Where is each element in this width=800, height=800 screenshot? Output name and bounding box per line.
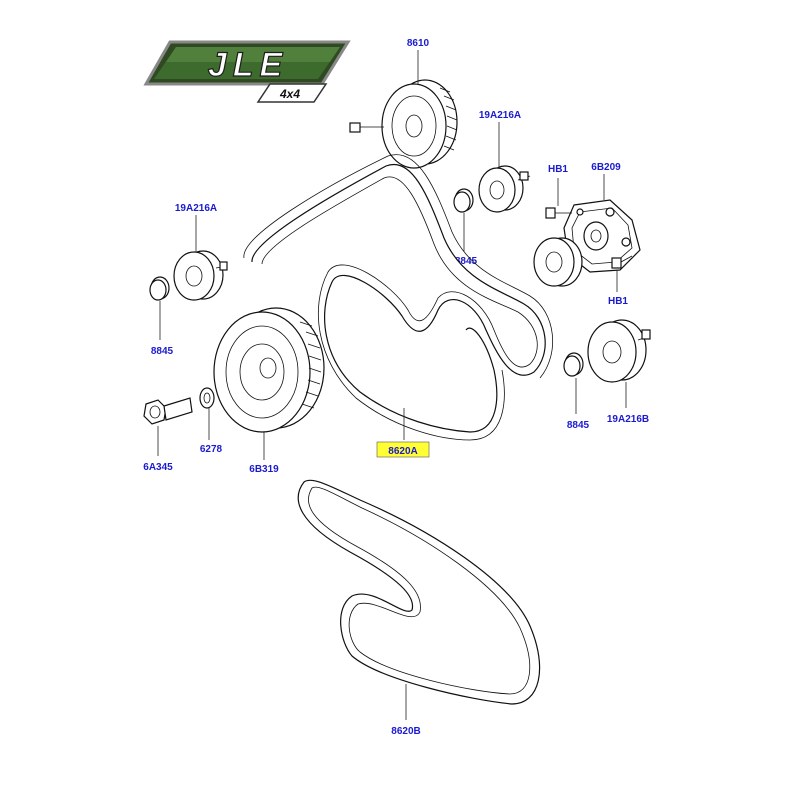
idler-pulley-19a216b <box>587 319 651 408</box>
tensioner-6b209 <box>533 174 641 287</box>
callout-6b319: 6B319 <box>249 464 279 475</box>
bolt-6a345 <box>143 397 193 456</box>
crankshaft-pulley-6b319 <box>213 307 325 460</box>
callout-8845-left: 8845 <box>151 346 174 357</box>
callout-6b209: 6B209 <box>591 162 621 173</box>
callout-8620b: 8620B <box>391 726 420 737</box>
dust-cap-8845-left <box>149 276 170 340</box>
callout-19a216a-left: 19A216A <box>175 203 217 214</box>
callout-6a345: 6A345 <box>143 462 173 473</box>
idler-pulley-19a216a-top <box>478 122 531 213</box>
dust-cap-8845-right <box>563 352 584 414</box>
washer-6278 <box>199 387 215 440</box>
logo-sub-text: 4x4 <box>279 87 300 101</box>
callout-8845-top: 8845 <box>455 256 478 267</box>
callout-hb1-bottom: HB1 <box>608 296 628 307</box>
callout-8620a-highlight: 8620A <box>376 441 430 458</box>
pulley-8610 <box>349 50 458 169</box>
callout-8620a: 8620A <box>388 446 417 457</box>
idler-pulley-19a216a-left <box>173 215 228 301</box>
logo-brand-text: JLE <box>208 46 288 84</box>
bolt-hb1-bottom <box>611 255 633 292</box>
callout-19a216b: 19A216B <box>607 414 649 425</box>
callout-19a216a-top: 19A216A <box>479 110 521 121</box>
drive-belt-8620b <box>297 479 541 720</box>
callout-8610: 8610 <box>407 38 430 49</box>
callout-6278: 6278 <box>200 444 223 455</box>
callout-8845-right: 8845 <box>567 420 590 431</box>
callout-hb1-top: HB1 <box>548 164 568 175</box>
jle-4x4-logo: JLE 4x4 <box>143 40 351 103</box>
dust-cap-8845-top <box>453 188 474 252</box>
bolt-hb1-top <box>545 178 572 219</box>
drive-belt-8620a <box>243 154 553 441</box>
